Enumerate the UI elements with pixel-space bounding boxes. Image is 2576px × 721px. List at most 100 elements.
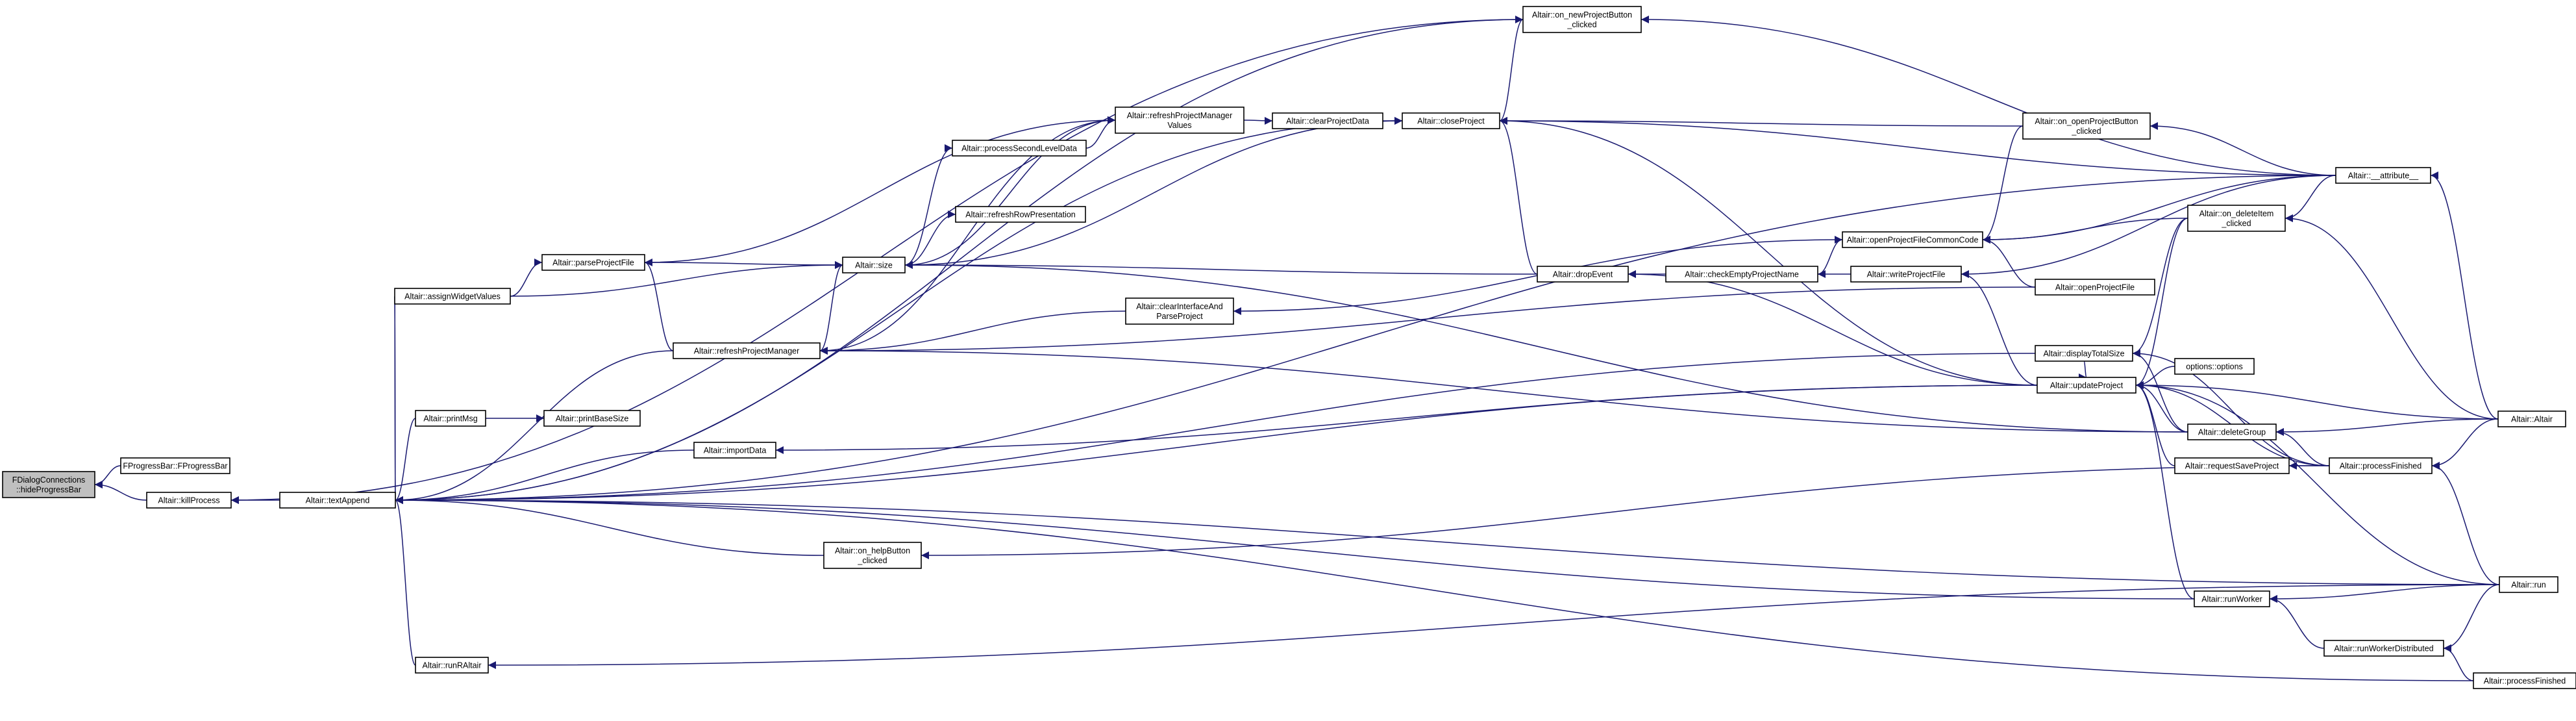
node-runworker[interactable]: Altair::runWorker [2194, 590, 2270, 607]
node-label: Altair::processSecondLevelData [961, 144, 1077, 153]
node-label: Altair::requestSaveProject [2185, 462, 2279, 471]
node-label: Altair::on_newProjectButton [1532, 10, 1632, 19]
node-box [2499, 576, 2558, 593]
edge-import-update [775, 385, 2038, 454]
node-size[interactable]: Altair::size [842, 257, 906, 273]
node-openproj[interactable]: Altair::on_openProjectButton_clicked [2022, 112, 2151, 140]
node-dts[interactable]: Altair::displayTotalSize [2035, 345, 2133, 362]
node-box [2473, 672, 2576, 689]
node-newproj[interactable]: Altair::on_newProjectButton_clicked [1522, 6, 1642, 33]
node-clear[interactable]: Altair::clearProjectData [1272, 112, 1383, 129]
node-opfcc[interactable]: Altair::openProjectFileCommonCode [1842, 231, 1983, 248]
edge-close-openproj [1499, 117, 2024, 127]
node-box [955, 206, 1086, 223]
node-rsp[interactable]: Altair::requestSaveProject [2174, 457, 2290, 474]
edge-parse-awv [510, 259, 543, 297]
edge-size-parse [644, 260, 843, 269]
node-label: Altair::on_helpButton [835, 546, 910, 555]
node-box [842, 257, 906, 273]
node-procfin2[interactable]: Altair::processFinished [2473, 672, 2576, 689]
edge-procfin-run [2431, 462, 2500, 585]
node-odel[interactable]: Altair::on_deleteItem_clicked [2187, 205, 2286, 232]
node-rwd[interactable]: Altair::runWorkerDistributed [2323, 640, 2444, 657]
node-close[interactable]: Altair::closeProject [1402, 112, 1500, 129]
node-fpb[interactable]: FProgressBar::FProgressBar [120, 457, 230, 474]
node-box [2187, 424, 2277, 440]
node-box [1522, 6, 1642, 33]
edge-size-delgrp [904, 261, 2188, 433]
node-box [543, 410, 641, 427]
node-rrp[interactable]: Altair::refreshRowPresentation [955, 206, 1086, 223]
edge-size-awv [510, 261, 843, 297]
node-box [2022, 112, 2151, 140]
node-box [2497, 411, 2566, 427]
edge-text-close [395, 120, 1403, 504]
edges-layer [94, 16, 2500, 681]
node-label: Altair::dropEvent [1553, 270, 1613, 279]
edge-newproj-attr [1641, 16, 2336, 176]
node-help[interactable]: Altair::on_helpButton_clicked [823, 542, 922, 569]
node-box [1402, 112, 1500, 129]
edge-rpmv-rpm [819, 116, 1116, 351]
node-drop[interactable]: Altair::dropEvent [1537, 266, 1629, 283]
node-label: FDialogConnections [12, 475, 86, 485]
node-box [1272, 112, 1383, 129]
edge-dts-procfin [2132, 349, 2330, 466]
node-attr[interactable]: Altair::__attribute__ [2335, 167, 2431, 184]
node-cepn[interactable]: Altair::checkEmptyProjectName [1665, 266, 1818, 283]
edge-update-dts [2078, 360, 2087, 381]
node-awv[interactable]: Altair::assignWidgetValues [394, 288, 511, 305]
node-import[interactable]: Altair::importData [693, 442, 776, 459]
node-box [541, 254, 645, 271]
node-hide[interactable]: FDialogConnections::hideProgressBar [2, 471, 95, 498]
edge-rpmv-size [904, 116, 1116, 266]
node-label: ParseProject [1156, 312, 1203, 321]
node-label: Altair::checkEmptyProjectName [1685, 270, 1799, 279]
edge-rpm-delgrp [819, 347, 2188, 433]
edge-text-procfin2 [395, 496, 2474, 681]
edge-close-update [1499, 117, 2038, 386]
edge-text-rpm [395, 350, 674, 504]
node-box [2187, 205, 2286, 232]
edge-rpm-opf [819, 286, 2036, 355]
node-label: ::hideProgressBar [16, 485, 81, 494]
node-altair[interactable]: Altair::Altair [2497, 411, 2566, 427]
node-label: Altair::Altair [2511, 415, 2553, 424]
node-label: Values [1167, 121, 1191, 130]
node-wpf[interactable]: Altair::writeProjectFile [1850, 266, 1962, 283]
node-delgrp[interactable]: Altair::deleteGroup [2187, 424, 2277, 440]
edge-psld-size [904, 144, 953, 266]
node-label: Altair::refreshProjectManager [694, 347, 800, 356]
node-runR[interactable]: Altair::runRAltair [415, 657, 489, 674]
edge-rpm-ciap [819, 310, 1126, 355]
node-label: Altair::assignWidgetValues [404, 292, 501, 301]
node-psld[interactable]: Altair::processSecondLevelData [952, 140, 1087, 157]
node-run[interactable]: Altair::run [2499, 576, 2558, 593]
node-options[interactable]: options::options [2174, 358, 2255, 375]
edge-text-attr [395, 175, 2336, 504]
node-kill[interactable]: Altair::killProcess [146, 492, 232, 509]
node-box [2035, 345, 2133, 362]
node-rpm[interactable]: Altair::refreshProjectManager [673, 342, 821, 359]
edge-wpf-attr [1961, 175, 2336, 278]
node-label: Altair::__attribute__ [2348, 171, 2419, 181]
edge-rpmv-parse [644, 116, 1116, 263]
node-opf[interactable]: Altair::openProjectFile [2035, 279, 2155, 296]
node-procfin[interactable]: Altair::processFinished [2329, 457, 2433, 474]
node-box [1537, 266, 1629, 283]
node-box [146, 492, 232, 509]
node-text[interactable]: Altair::textAppend [279, 492, 396, 509]
node-label: Altair::clearInterfaceAnd [1136, 302, 1222, 311]
node-box [693, 442, 776, 459]
node-parse[interactable]: Altair::parseProjectFile [541, 254, 645, 271]
edge-text-dts [395, 353, 2036, 504]
node-box [2174, 457, 2290, 474]
edge-opfcc-odel [1982, 218, 2188, 244]
node-box [2035, 279, 2155, 296]
node-update[interactable]: Altair::updateProject [2037, 377, 2136, 394]
node-label: Altair::openProjectFile [2055, 283, 2135, 292]
node-printMsg[interactable]: Altair::printMsg [415, 410, 486, 427]
node-printBase[interactable]: Altair::printBaseSize [543, 410, 641, 427]
